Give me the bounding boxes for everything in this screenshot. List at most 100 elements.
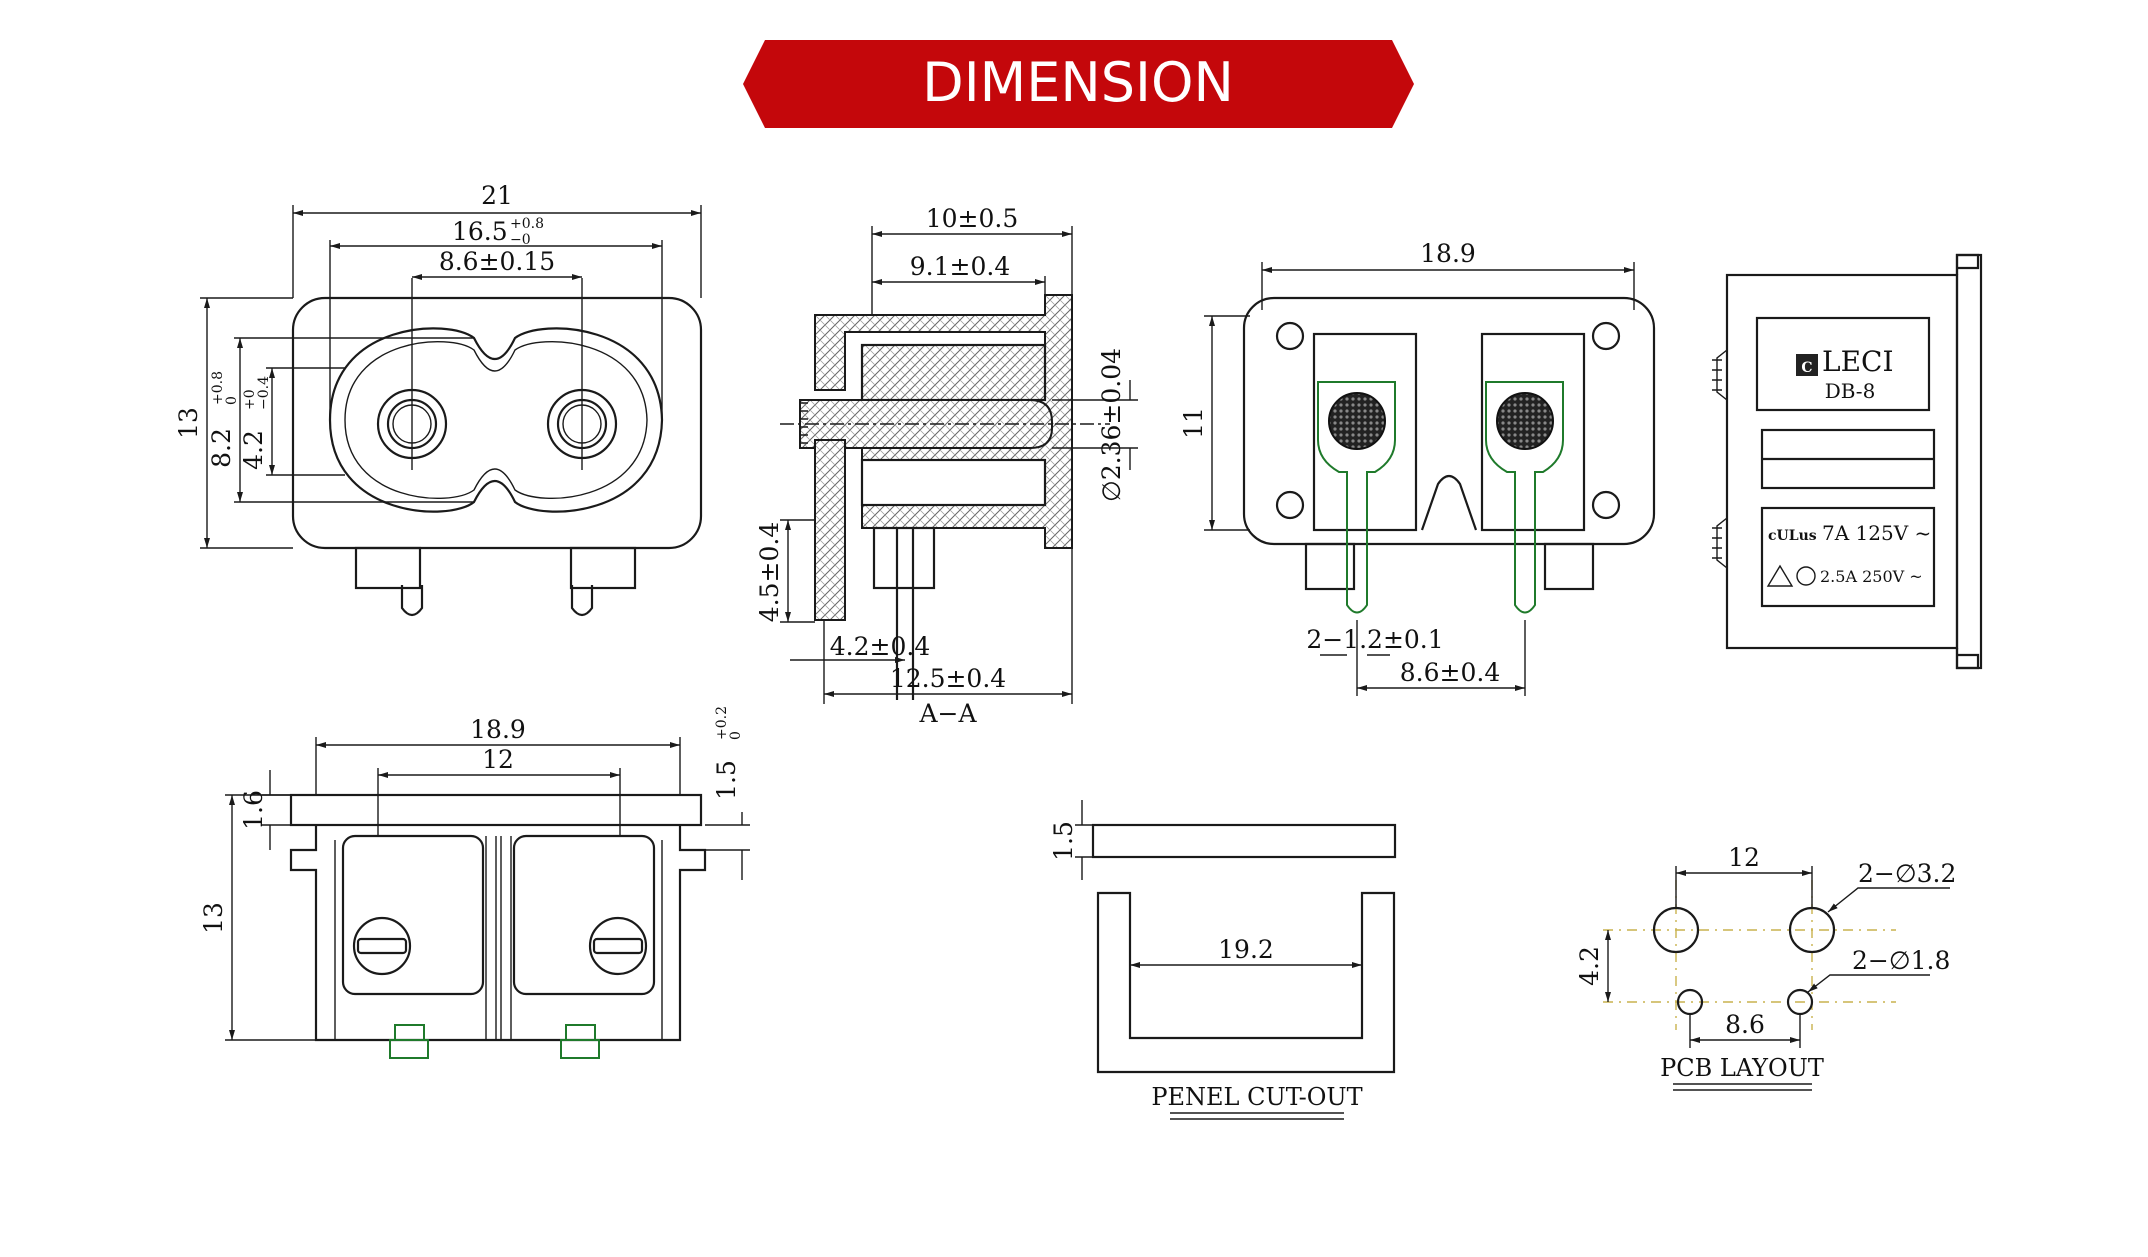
rear-terminal-left <box>1317 381 1396 614</box>
rear-contact-mesh-right <box>1496 392 1554 450</box>
panel-plate <box>1091 823 1397 859</box>
bottom-slot-right <box>512 834 656 996</box>
side-brand: LECI <box>1822 345 1894 378</box>
pcb-leader-large <box>1827 887 1950 913</box>
bottom-dim-pitch-ext <box>377 768 621 836</box>
bottom-body <box>289 825 707 1042</box>
front-pin-left <box>400 585 424 617</box>
rear-dim-width-ext <box>1261 262 1635 310</box>
side-view: C LECI DB-8 cULus 7A 125V ~ 2.5A 250V ~ <box>1712 253 1983 670</box>
rear-dim-pitch: 8.6±0.4 <box>1400 658 1500 687</box>
pcb-hole-large: 2−∅3.2 <box>1858 859 1956 888</box>
rear-terminal-right <box>1485 381 1564 614</box>
banner-title: DIMENSION <box>922 51 1234 114</box>
front-socket-outline <box>328 327 664 513</box>
title-banner: DIMENSION <box>743 40 1414 128</box>
rear-view: 18.9 11 2−1.2±0.1 8.6±0.4 <box>1179 239 1656 696</box>
panel-label-underline <box>1170 1112 1344 1120</box>
section-dim-offset: 4.2±0.4 <box>830 632 930 661</box>
section-dim-inner: 9.1±0.4 <box>910 252 1010 281</box>
side-rating-2: 2.5A 250V ~ <box>1820 567 1923 586</box>
bottom-dim-width-ext <box>315 737 681 795</box>
section-bore-bottom <box>860 458 1047 507</box>
section-dim-dia: ∅2.36±0.04 <box>1097 348 1126 502</box>
rear-contact-mesh-left <box>1328 392 1386 450</box>
panel-cutout: 1.5 19.2 PENEL CUT-OUT <box>1049 800 1397 1120</box>
banner-shape <box>743 40 1414 128</box>
bottom-dim-flange: 1.6 <box>239 790 268 830</box>
bottom-dim-tol-upper: +0.2 <box>714 706 730 740</box>
section-dim-overall-ext <box>823 548 1073 704</box>
pse-triangle-icon <box>1766 564 1794 587</box>
section-view: 10±0.5 9.1±0.4 ∅2.36±0.04 4.5±0.4 4.2±0.… <box>755 204 1138 728</box>
front-dim-b: 8.2 <box>207 428 236 468</box>
front-dim-opening-lower: −0 <box>510 232 531 248</box>
pcb-label: PCB LAYOUT <box>1660 1054 1824 1082</box>
pcb-leader-small <box>1807 974 1930 993</box>
front-dim-c: 4.2 <box>239 430 268 470</box>
pcb-dim-top: 12 <box>1728 843 1760 872</box>
bottom-dim-height-ext <box>225 794 316 1041</box>
pcb-dim-bottom: 8.6 <box>1725 1010 1765 1039</box>
panel-label: PENEL CUT-OUT <box>1151 1083 1362 1111</box>
rear-dim-height-ext <box>1204 315 1250 531</box>
pcb-dim-top-ext <box>1675 866 1813 908</box>
pcb-dim-bottom-ext <box>1689 1014 1801 1048</box>
side-flange-right <box>1955 253 1980 670</box>
side-clip-top <box>1712 349 1728 401</box>
section-dim-outer-ext <box>871 226 1073 315</box>
bottom-inner-wall <box>334 840 663 1040</box>
bottom-dim-tol: 1.5 <box>712 760 741 800</box>
front-body <box>291 296 703 550</box>
side-rating-1: 7A 125V ~ <box>1822 521 1931 545</box>
bottom-dim-tol-lower: 0 <box>728 731 744 740</box>
bottom-dim-width: 18.9 <box>470 715 526 744</box>
section-dim-outer: 10±0.5 <box>926 204 1019 233</box>
section-knurl <box>800 402 808 444</box>
bottom-screw-left <box>352 916 412 976</box>
panel-dim-thick: 1.5 <box>1049 821 1078 861</box>
bottom-center-rib <box>485 836 512 1040</box>
bottom-slot-left <box>341 834 485 996</box>
pcb-layout: 12 2−∅3.2 2−∅1.8 4.2 8.6 PCB LAYOUT <box>1575 843 1956 1091</box>
pcb-hole-small: 2−∅1.8 <box>1852 946 1950 975</box>
front-centerlines <box>411 278 583 470</box>
front-dim-opening-ext <box>329 240 663 420</box>
ccc-logo-box <box>1796 354 1818 376</box>
side-model: DB-8 <box>1825 379 1876 403</box>
bottom-terminal-right <box>560 1024 600 1059</box>
pcb-dim-gap: 4.2 <box>1575 946 1604 986</box>
front-dim-height: 13 <box>174 407 203 439</box>
rear-dim-pitch-ext <box>1356 620 1526 696</box>
bottom-flange <box>289 793 703 827</box>
section-panel-wall <box>814 439 846 621</box>
section-dim-dia-ext <box>1052 399 1138 449</box>
panel-cutout-shape <box>1096 891 1396 1074</box>
bottom-screw-right-slot <box>592 937 644 955</box>
section-dim-pinh-ext <box>780 519 815 623</box>
panel-dim-width: 19.2 <box>1218 935 1274 964</box>
section-label: A−A <box>918 699 977 728</box>
rear-flange-left <box>1304 542 1356 591</box>
section-dim-overall: 12.5±0.4 <box>890 664 1006 693</box>
bottom-view: 18.9 12 1.6 13 1.5 +0.2 0 <box>199 706 750 1059</box>
bottom-dim-pitch: 12 <box>482 745 514 774</box>
section-dim-pinh: 4.5±0.4 <box>755 522 784 622</box>
pcb-centerlines <box>1603 880 1896 1030</box>
side-flange-bar <box>1955 253 1983 670</box>
bottom-dim-height: 13 <box>199 902 228 934</box>
section-foot <box>872 526 936 590</box>
rear-dim-pinw: 2−1.2±0.1 <box>1306 625 1443 654</box>
front-dim-opening: 16.5 <box>452 217 508 246</box>
rear-screw-bottom-left <box>1275 490 1305 520</box>
bottom-terminal-left <box>389 1024 429 1059</box>
rear-window-right <box>1480 332 1586 532</box>
ccc-logo-letter: C <box>1801 360 1812 376</box>
front-socket-inner <box>344 341 648 499</box>
front-view: 21 16.5 +0.8 −0 8.6±0.15 13 8.2 +0.8 0 4… <box>174 181 703 617</box>
ccc-round-icon <box>1796 566 1816 586</box>
front-dim-width-ext <box>292 205 702 298</box>
front-dim-width: 21 <box>481 181 513 210</box>
side-label-top <box>1755 316 1931 412</box>
section-foot-pin <box>895 528 915 700</box>
